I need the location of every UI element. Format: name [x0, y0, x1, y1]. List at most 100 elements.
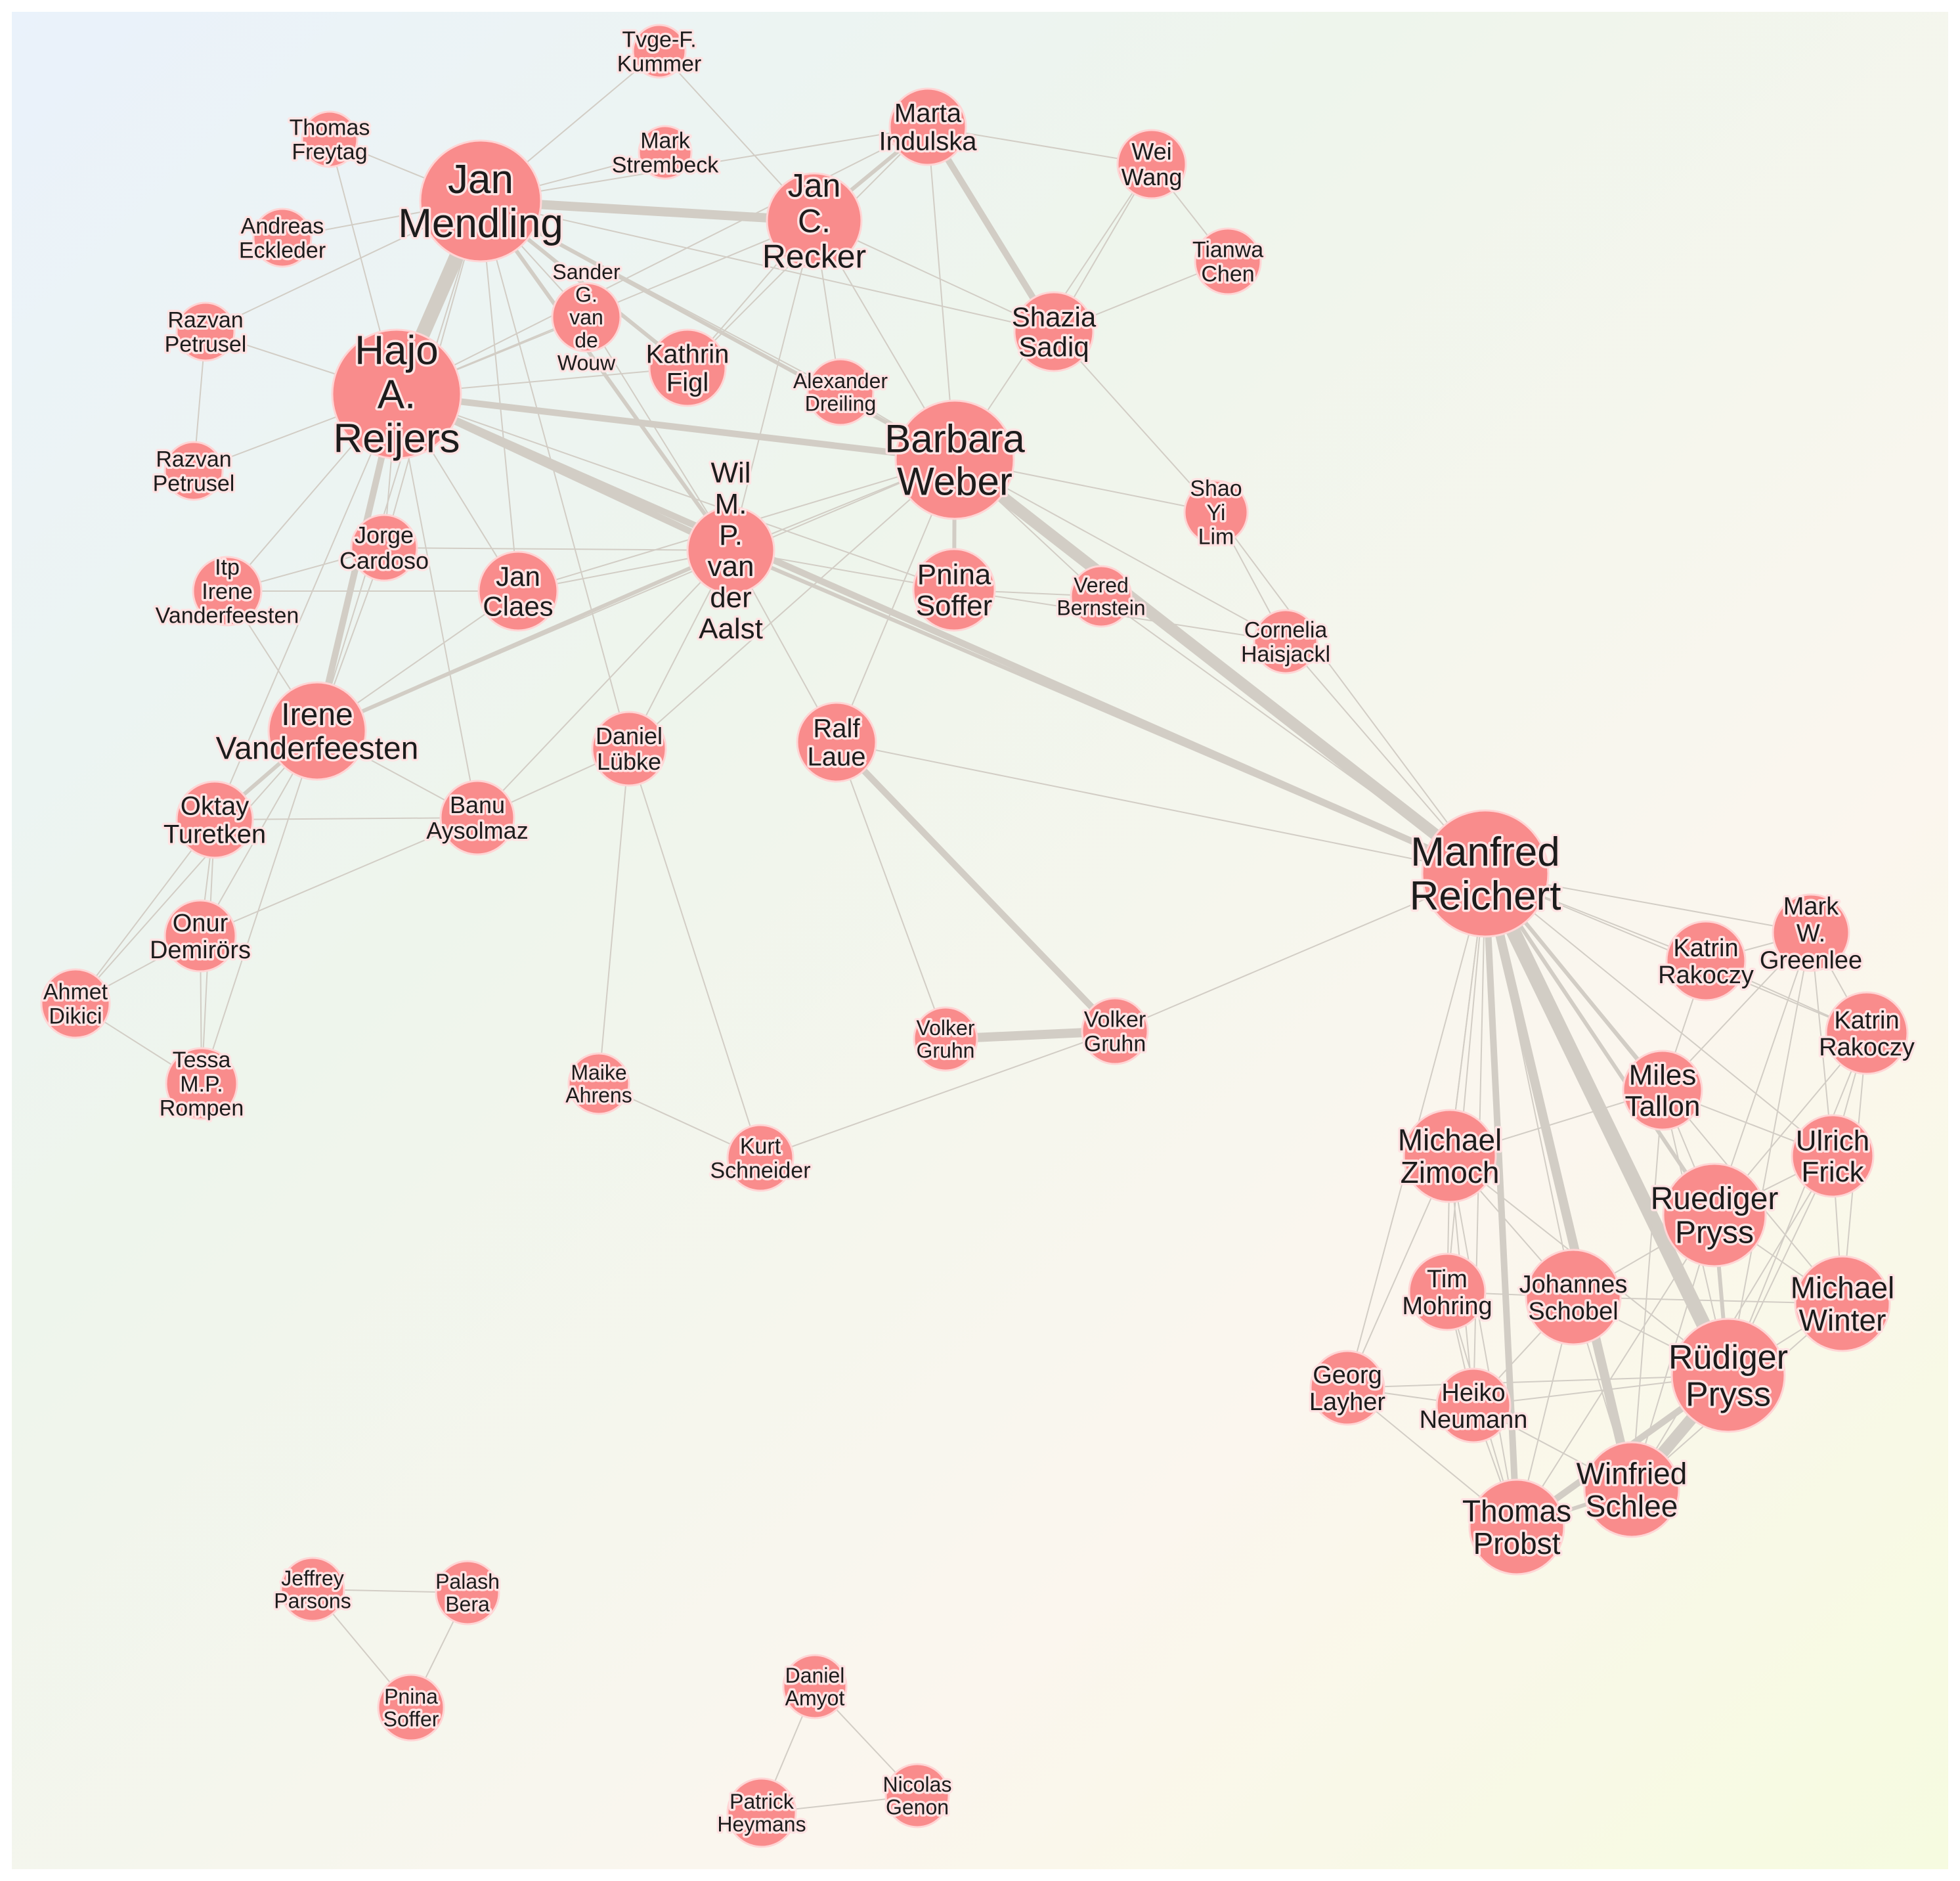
node-circle[interactable]: [782, 1654, 848, 1719]
node-circle[interactable]: [1435, 1367, 1512, 1444]
node-circle[interactable]: [1421, 809, 1550, 938]
node-circle[interactable]: [1468, 1478, 1565, 1576]
node-circle[interactable]: [175, 301, 236, 362]
node-circle[interactable]: [796, 701, 877, 783]
node-circle[interactable]: [1791, 1114, 1875, 1198]
node-circle[interactable]: [1309, 1350, 1385, 1426]
node-circle[interactable]: [894, 399, 1015, 520]
node-circle[interactable]: [1070, 565, 1133, 628]
node-circle[interactable]: [1013, 291, 1095, 372]
node-circle[interactable]: [163, 899, 237, 973]
node-circle[interactable]: [1194, 227, 1262, 296]
node-circle[interactable]: [40, 968, 111, 1039]
node-circle[interactable]: [888, 87, 967, 166]
node-circle[interactable]: [1665, 920, 1747, 1002]
node-circle[interactable]: [1183, 479, 1249, 545]
node-circle[interactable]: [435, 1560, 500, 1626]
node-circle[interactable]: [638, 125, 693, 180]
node-circle[interactable]: [551, 282, 622, 353]
node-circle[interactable]: [591, 711, 667, 787]
node-circle[interactable]: [1772, 893, 1850, 972]
node-circle[interactable]: [350, 514, 418, 582]
node-circle[interactable]: [1622, 1050, 1703, 1131]
node-circle[interactable]: [1403, 1109, 1497, 1203]
node-circle[interactable]: [766, 172, 863, 269]
node-circle[interactable]: [377, 1673, 445, 1742]
node-circle[interactable]: [280, 1557, 345, 1622]
node-circle[interactable]: [331, 328, 462, 460]
node-circle[interactable]: [301, 110, 359, 168]
node-circle[interactable]: [192, 556, 263, 627]
node-circle[interactable]: [648, 328, 727, 407]
node-circle[interactable]: [686, 506, 775, 595]
node-circle[interactable]: [726, 1124, 795, 1192]
node-circle[interactable]: [1825, 991, 1909, 1075]
node-circle[interactable]: [1525, 1249, 1622, 1346]
node-circle[interactable]: [726, 1777, 797, 1848]
node-circle[interactable]: [1662, 1162, 1767, 1268]
node-circle[interactable]: [267, 681, 367, 781]
node-circle[interactable]: [1253, 609, 1318, 675]
node-circle[interactable]: [439, 780, 515, 856]
node-circle[interactable]: [1081, 997, 1149, 1065]
node-circle[interactable]: [163, 441, 224, 501]
node-circle[interactable]: [165, 1047, 238, 1120]
node-circle[interactable]: [1670, 1317, 1786, 1433]
node-circle[interactable]: [884, 1763, 950, 1828]
node-circle[interactable]: [632, 24, 687, 79]
